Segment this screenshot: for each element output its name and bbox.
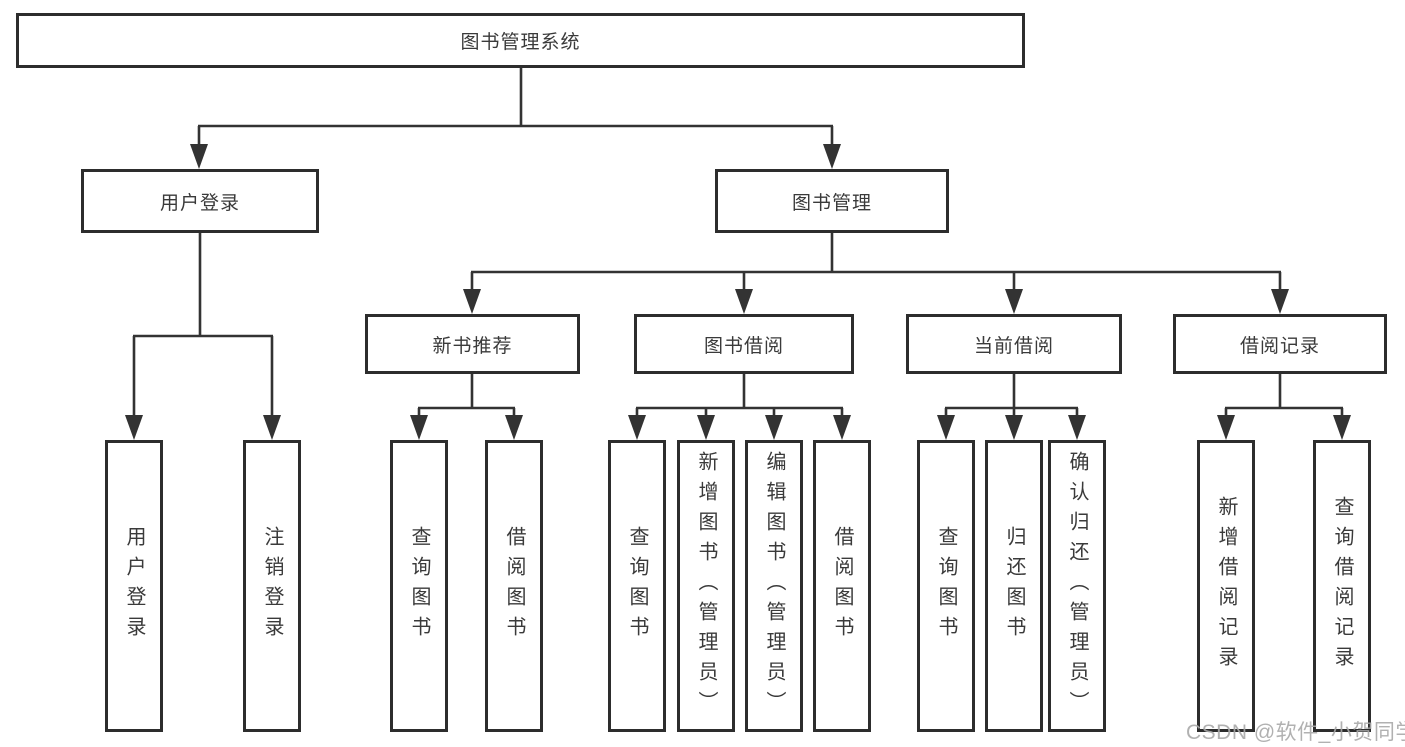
node-label: 用户登录 — [123, 526, 145, 646]
node-borrow-books-borrow: 借阅图书 — [813, 440, 871, 732]
node-label: 查询图书 — [626, 526, 648, 646]
node-label: 借阅图书 — [503, 526, 525, 646]
arrow-down-icon — [1217, 415, 1235, 440]
arrow-down-icon — [765, 415, 783, 440]
arrow-down-icon — [125, 415, 143, 440]
arrow-down-icon — [410, 415, 428, 440]
node-confirm-return-admin: 确认归还（管理员） — [1048, 440, 1106, 732]
node-label: 查询图书 — [408, 526, 430, 646]
node-label: 查询借阅记录 — [1331, 496, 1353, 676]
arrow-down-icon — [1271, 289, 1289, 314]
node-query-books-borrow: 查询图书 — [608, 440, 666, 732]
node-current-borrowing: 当前借阅 — [906, 314, 1122, 374]
node-label: 借阅图书 — [831, 526, 853, 646]
node-borrow-books-recommend: 借阅图书 — [485, 440, 543, 732]
arrow-down-icon — [937, 415, 955, 440]
arrow-down-icon — [735, 289, 753, 314]
node-label: 注销登录 — [261, 526, 283, 646]
node-query-borrow-record: 查询借阅记录 — [1313, 440, 1371, 732]
arrow-down-icon — [628, 415, 646, 440]
node-book-management: 图书管理 — [715, 169, 949, 233]
node-label: 新增借阅记录 — [1215, 496, 1237, 676]
node-query-books-current: 查询图书 — [917, 440, 975, 732]
node-add-books-admin: 新增图书（管理员） — [677, 440, 735, 732]
node-book-borrowing: 图书借阅 — [634, 314, 854, 374]
connector-stems — [132, 68, 1344, 416]
node-logout: 注销登录 — [243, 440, 301, 732]
node-new-book-recommendation: 新书推荐 — [365, 314, 580, 374]
node-label: 新增图书（管理员） — [695, 451, 717, 721]
node-label: 确认归还（管理员） — [1066, 451, 1088, 721]
node-query-books-recommend: 查询图书 — [390, 440, 448, 732]
arrow-down-icon — [1005, 415, 1023, 440]
node-user-login-leaf: 用户登录 — [105, 440, 163, 732]
node-return-books: 归还图书 — [985, 440, 1043, 732]
node-book-management-system: 图书管理系统 — [16, 13, 1025, 68]
arrow-down-icon — [463, 289, 481, 314]
arrow-down-icon — [1068, 415, 1086, 440]
arrow-down-icon — [1005, 289, 1023, 314]
arrowheads — [125, 144, 1351, 440]
node-edit-books-admin: 编辑图书（管理员） — [745, 440, 803, 732]
arrow-down-icon — [263, 415, 281, 440]
node-borrowing-records: 借阅记录 — [1173, 314, 1387, 374]
node-label: 归还图书 — [1003, 526, 1025, 646]
arrow-down-icon — [823, 144, 841, 169]
node-label: 编辑图书（管理员） — [763, 451, 785, 721]
watermark: CSDN @软件_小贺同学 — [1186, 721, 1405, 744]
node-label: 查询图书 — [935, 526, 957, 646]
node-add-borrow-record: 新增借阅记录 — [1197, 440, 1255, 732]
arrow-down-icon — [697, 415, 715, 440]
arrow-down-icon — [505, 415, 523, 440]
node-user-login: 用户登录 — [81, 169, 319, 233]
arrow-down-icon — [190, 144, 208, 169]
arrow-down-icon — [1333, 415, 1351, 440]
arrow-down-icon — [833, 415, 851, 440]
